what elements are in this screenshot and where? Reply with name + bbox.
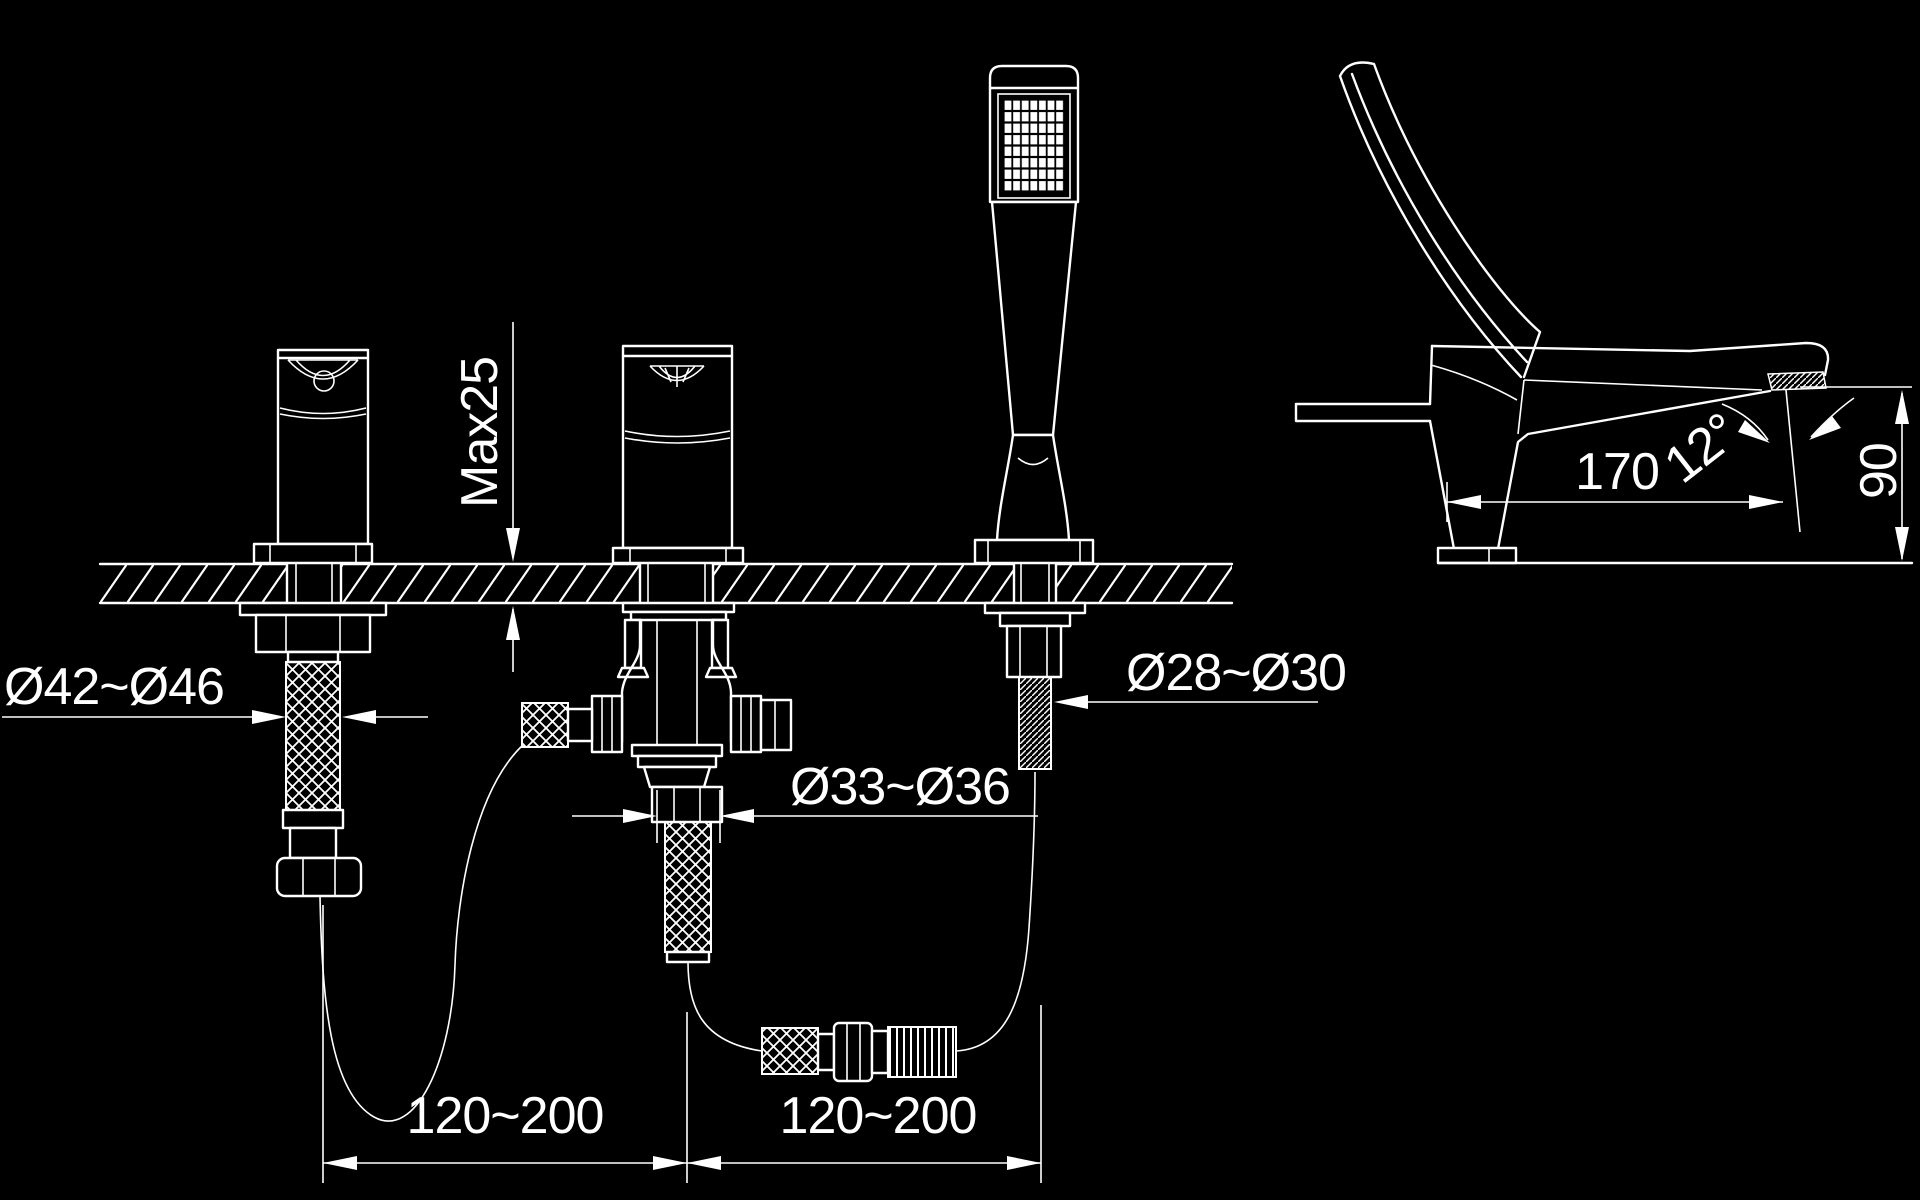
hand-shower-front (973, 64, 1095, 770)
dimension-annotations: Max25 Ø42~Ø46 Ø33~Ø36 Ø28~Ø30 (2, 322, 1912, 1183)
dim-label-shower-hole: Ø28~Ø30 (1126, 644, 1346, 702)
dim-label-deck-thickness: Max25 (451, 357, 509, 508)
supply-hoses (319, 743, 1036, 1122)
faucet-side-view (1294, 61, 1914, 565)
dim-label-spout-reach: 170 (1575, 443, 1659, 501)
dim-spout-reach: 170 (1446, 389, 1801, 533)
dim-spout-height: 90 (1800, 386, 1912, 561)
side-spray-outlet (1294, 402, 1432, 423)
dim-label-right-span: 120~200 (780, 1087, 977, 1145)
hose-quick-connector (761, 1021, 957, 1083)
spout-outlet-icon (649, 365, 705, 387)
dim-spout-angle: 12° (1654, 397, 1855, 495)
dim-spout-hole: Ø33~Ø36 (572, 758, 1038, 843)
dim-label-spout-hole: Ø33~Ø36 (790, 758, 1010, 816)
dim-label-left-span: 120~200 (407, 1087, 604, 1145)
dim-handle-hole: Ø42~Ø46 (2, 658, 428, 724)
lever-handle-side (1338, 61, 1542, 379)
dim-label-handle-hole: Ø42~Ø46 (4, 658, 224, 716)
spray-face-nozzle-grid (1004, 100, 1064, 192)
handle-valve-front (238, 348, 388, 898)
dim-label-spout-height: 90 (1850, 443, 1908, 499)
dim-label-spout-angle: 12° (1654, 402, 1749, 494)
dim-deck-thickness: Max25 (451, 322, 520, 672)
spout-valve-front (521, 344, 793, 964)
dim-hose-spans: 120~200 120~200 (322, 905, 1042, 1183)
dim-shower-hole: Ø28~Ø30 (1054, 644, 1347, 709)
